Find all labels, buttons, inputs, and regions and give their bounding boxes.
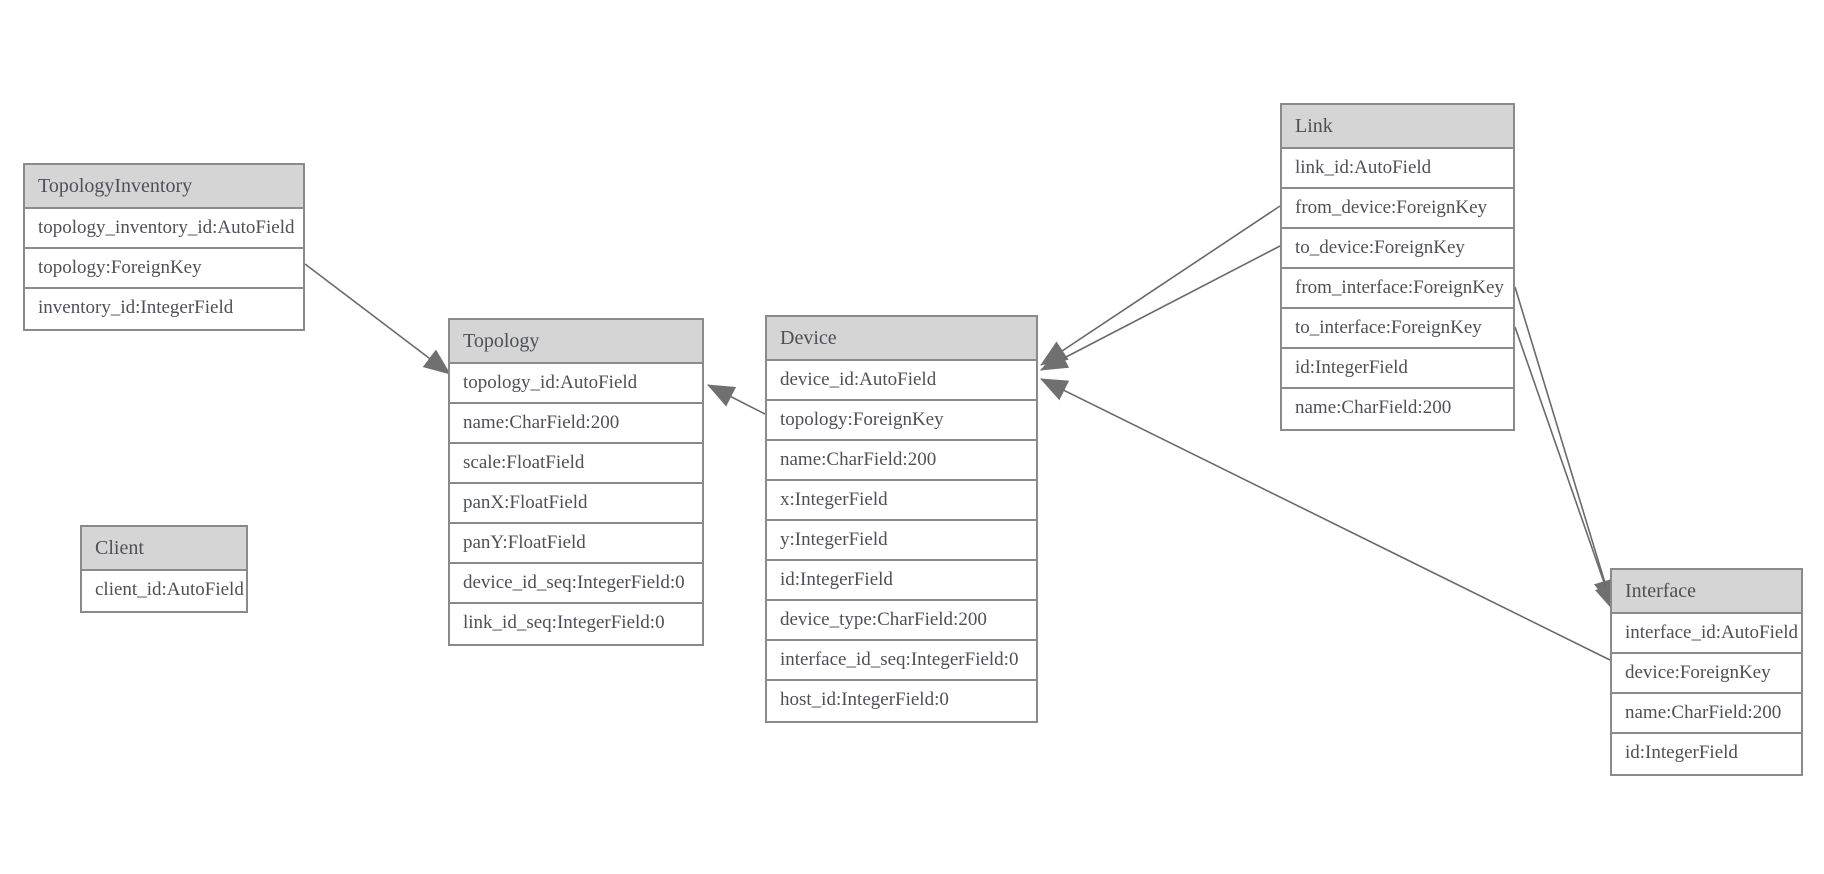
entity-field-row: x:IntegerField bbox=[767, 481, 1036, 521]
entity-field-row: name:CharField:200 bbox=[450, 404, 702, 444]
entity-field-row: id:IntegerField bbox=[767, 561, 1036, 601]
relation-edge-link-from_interface bbox=[1514, 286, 1615, 607]
entity-field-row: to_device:ForeignKey bbox=[1282, 229, 1513, 269]
entity-field-row: panY:FloatField bbox=[450, 524, 702, 564]
entity-field-row: inventory_id:IntegerField bbox=[25, 289, 303, 329]
entity-field-row: id:IntegerField bbox=[1612, 734, 1801, 774]
entity-field-row: link_id_seq:IntegerField:0 bbox=[450, 604, 702, 644]
entity-field-row: from_device:ForeignKey bbox=[1282, 189, 1513, 229]
relation-edge-link-to_device bbox=[1040, 245, 1281, 371]
entity-field-row: device:ForeignKey bbox=[1612, 654, 1801, 694]
entity-field-row: device_type:CharField:200 bbox=[767, 601, 1036, 641]
entity-field-row: name:CharField:200 bbox=[1612, 694, 1801, 734]
entity-field-list: client_id:AutoField bbox=[82, 571, 246, 611]
entity-field-row: interface_id_seq:IntegerField:0 bbox=[767, 641, 1036, 681]
entity-title: Device bbox=[767, 317, 1036, 361]
entity-field-row: host_id:IntegerField:0 bbox=[767, 681, 1036, 721]
entity-field-row: device_id_seq:IntegerField:0 bbox=[450, 564, 702, 604]
entity-field-row: link_id:AutoField bbox=[1282, 149, 1513, 189]
entity-title: Link bbox=[1282, 105, 1513, 149]
relation-edge-link-from_device bbox=[1040, 205, 1281, 366]
entity-title: Topology bbox=[450, 320, 702, 364]
relation-edge-link-to_interface bbox=[1514, 326, 1616, 612]
entity-field-row: from_interface:ForeignKey bbox=[1282, 269, 1513, 309]
relation-edge-device-topology bbox=[707, 384, 766, 415]
entity-field-row: interface_id:AutoField bbox=[1612, 614, 1801, 654]
entity-field-row: name:CharField:200 bbox=[767, 441, 1036, 481]
entity-field-row: topology_id:AutoField bbox=[450, 364, 702, 404]
entity-field-row: scale:FloatField bbox=[450, 444, 702, 484]
entity-title: TopologyInventory bbox=[25, 165, 303, 209]
entity-field-row: device_id:AutoField bbox=[767, 361, 1036, 401]
entity-title: Interface bbox=[1612, 570, 1801, 614]
entity-field-row: topology:ForeignKey bbox=[767, 401, 1036, 441]
entity-field-row: topology_inventory_id:AutoField bbox=[25, 209, 303, 249]
entity-field-row: topology:ForeignKey bbox=[25, 249, 303, 289]
entity-title: Client bbox=[82, 527, 246, 571]
relation-edge-interface-device bbox=[1040, 378, 1611, 661]
relation-edge-topologyinventory-topology bbox=[304, 263, 451, 375]
entity-field-row: y:IntegerField bbox=[767, 521, 1036, 561]
entity-field-row: id:IntegerField bbox=[1282, 349, 1513, 389]
entity-field-row: client_id:AutoField bbox=[82, 571, 246, 611]
entity-field-row: panX:FloatField bbox=[450, 484, 702, 524]
entity-field-row: name:CharField:200 bbox=[1282, 389, 1513, 429]
entity-field-row: to_interface:ForeignKey bbox=[1282, 309, 1513, 349]
entity-table-topologyinventory: TopologyInventory topology_inventory_id:… bbox=[23, 163, 305, 331]
entity-table-client: Client client_id:AutoField bbox=[80, 525, 248, 613]
